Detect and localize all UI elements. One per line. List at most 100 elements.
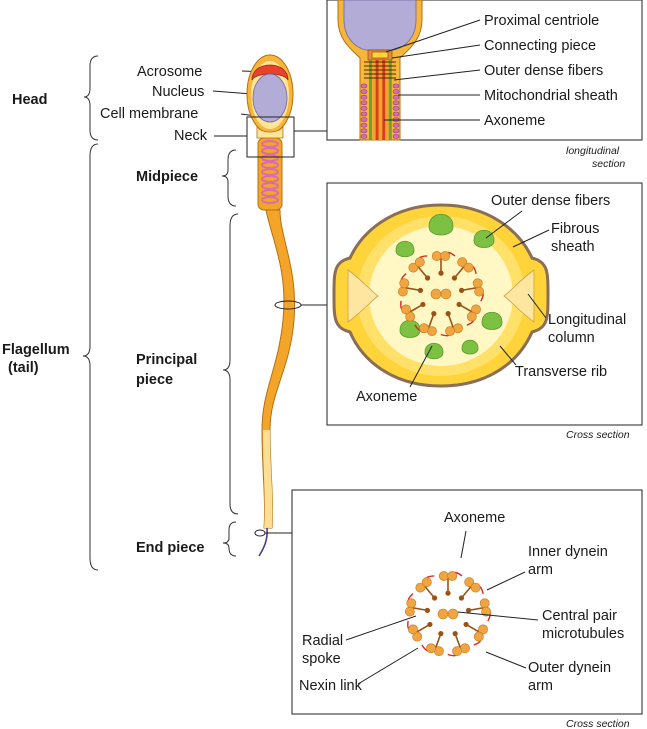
- ls-mito-segment: [360, 134, 368, 139]
- doublet-b: [445, 326, 455, 337]
- ls-mito-segment: [360, 122, 368, 128]
- outer-dense-fiber: [395, 240, 415, 258]
- central-tubule: [440, 288, 452, 300]
- doublet-a: [478, 624, 488, 635]
- principal-piece-fade: [263, 430, 273, 528]
- doublet-b: [463, 262, 474, 273]
- leader-central-pair: [457, 611, 539, 621]
- outer-dense-fiber: [424, 342, 444, 360]
- doublet-b: [447, 571, 458, 581]
- doublet-a: [457, 257, 468, 268]
- doublet-a: [431, 251, 442, 261]
- radial-spoke: [403, 286, 421, 292]
- label-neck: Neck: [174, 128, 208, 144]
- radial-spoke: [414, 623, 431, 634]
- label-head: Head: [12, 92, 47, 108]
- mitochondrion-coil: [261, 196, 279, 204]
- leader-proximal-centriole: [385, 19, 481, 53]
- leader-outer-dynein-arm: [485, 651, 527, 669]
- radial-spoke: [468, 606, 486, 612]
- doublet-a: [404, 606, 415, 617]
- leader-pp-outer-dense-fibers: [485, 210, 523, 239]
- neck-region: [256, 125, 284, 139]
- label-flagellum: Flagellum (tail): [2, 342, 74, 376]
- doublet-b: [419, 323, 429, 334]
- label-principal-piece: Principal piece: [136, 352, 201, 388]
- label-mitochondrial-sheath: Mitochondrial sheath: [484, 88, 618, 104]
- leader-connecting-piece: [391, 44, 481, 59]
- leader-ep-axoneme: [460, 530, 467, 559]
- radial-spoke: [454, 633, 462, 650]
- end-piece-filament: [258, 527, 268, 557]
- brace-principal-piece: [222, 213, 239, 515]
- label-proximal-centriole: Proximal centriole: [484, 13, 599, 29]
- radial-spoke: [407, 303, 424, 314]
- label-ls-axoneme: Axoneme: [484, 113, 545, 129]
- doublet-a: [464, 577, 475, 588]
- label-acrosome: Acrosome: [137, 64, 202, 80]
- doublet-b: [481, 606, 492, 617]
- sperm-cell: [246, 54, 327, 557]
- doublet-b: [452, 646, 462, 657]
- label-ls-outer-dense-fibers: Outer dense fibers: [484, 63, 603, 79]
- longitudinal-column-right: [503, 269, 535, 323]
- doublet-a: [479, 598, 490, 609]
- caption-principal: Cross section: [566, 429, 630, 441]
- doublet-b: [406, 598, 417, 609]
- sheath-core: [369, 226, 513, 366]
- label-nucleus: Nucleus: [152, 84, 204, 100]
- radial-spoke: [434, 633, 442, 650]
- doublet-a: [405, 311, 416, 322]
- ls-mito-segment: [392, 128, 400, 134]
- ls-fiber-strand: [378, 60, 382, 140]
- label-cell-membrane: Cell membrane: [100, 106, 198, 122]
- brace-midpiece: [221, 149, 237, 207]
- doublet-a: [415, 582, 426, 593]
- spoke-head: [438, 270, 444, 276]
- radial-spoke: [453, 264, 467, 279]
- caption-end: Cross section: [566, 718, 630, 729]
- radial-spoke: [460, 584, 474, 599]
- ls-fiber-strand: [388, 60, 392, 140]
- label-midpiece: Midpiece: [136, 169, 198, 185]
- ep-axoneme: [404, 571, 492, 657]
- doublet-b: [473, 631, 484, 642]
- spoke-head: [438, 631, 444, 637]
- ls-mito-segment: [360, 89, 368, 94]
- central-tubule: [437, 608, 449, 620]
- radial-spoke: [458, 303, 475, 314]
- ls-mito-segment: [360, 94, 368, 100]
- leader-pp-axoneme: [409, 345, 433, 388]
- ls-mito-segment: [360, 83, 368, 89]
- radial-spoke: [465, 623, 482, 634]
- doublet-b: [466, 311, 477, 322]
- leader-nexin-link: [357, 647, 419, 685]
- pp-outer-dense-fibers: [395, 213, 503, 360]
- ls-mito-segment: [392, 106, 400, 111]
- mitochondrial-helix: [261, 140, 279, 204]
- doublet-b: [474, 286, 485, 297]
- leader-fibrous-sheath: [512, 229, 550, 248]
- spoke-head: [417, 287, 424, 293]
- ls-mito-segment: [360, 111, 368, 117]
- spoke-head: [458, 595, 465, 601]
- longitudinal-section-panel: Proximal centriole Connecting piece Oute…: [326, 0, 643, 170]
- ls-mito-segment: [392, 83, 400, 89]
- doublet-b: [470, 582, 481, 593]
- spoke-head: [465, 607, 472, 613]
- pp-axoneme: [397, 251, 485, 337]
- doublet-b: [421, 577, 432, 588]
- spoke-head: [420, 301, 426, 308]
- ls-nucleus: [343, 0, 417, 51]
- ls-mito-segment: [392, 134, 400, 139]
- central-tubule: [447, 608, 459, 620]
- label-transverse-rib: Transverse rib: [515, 364, 607, 380]
- central-tubule: [430, 288, 442, 300]
- radial-spoke: [415, 264, 429, 279]
